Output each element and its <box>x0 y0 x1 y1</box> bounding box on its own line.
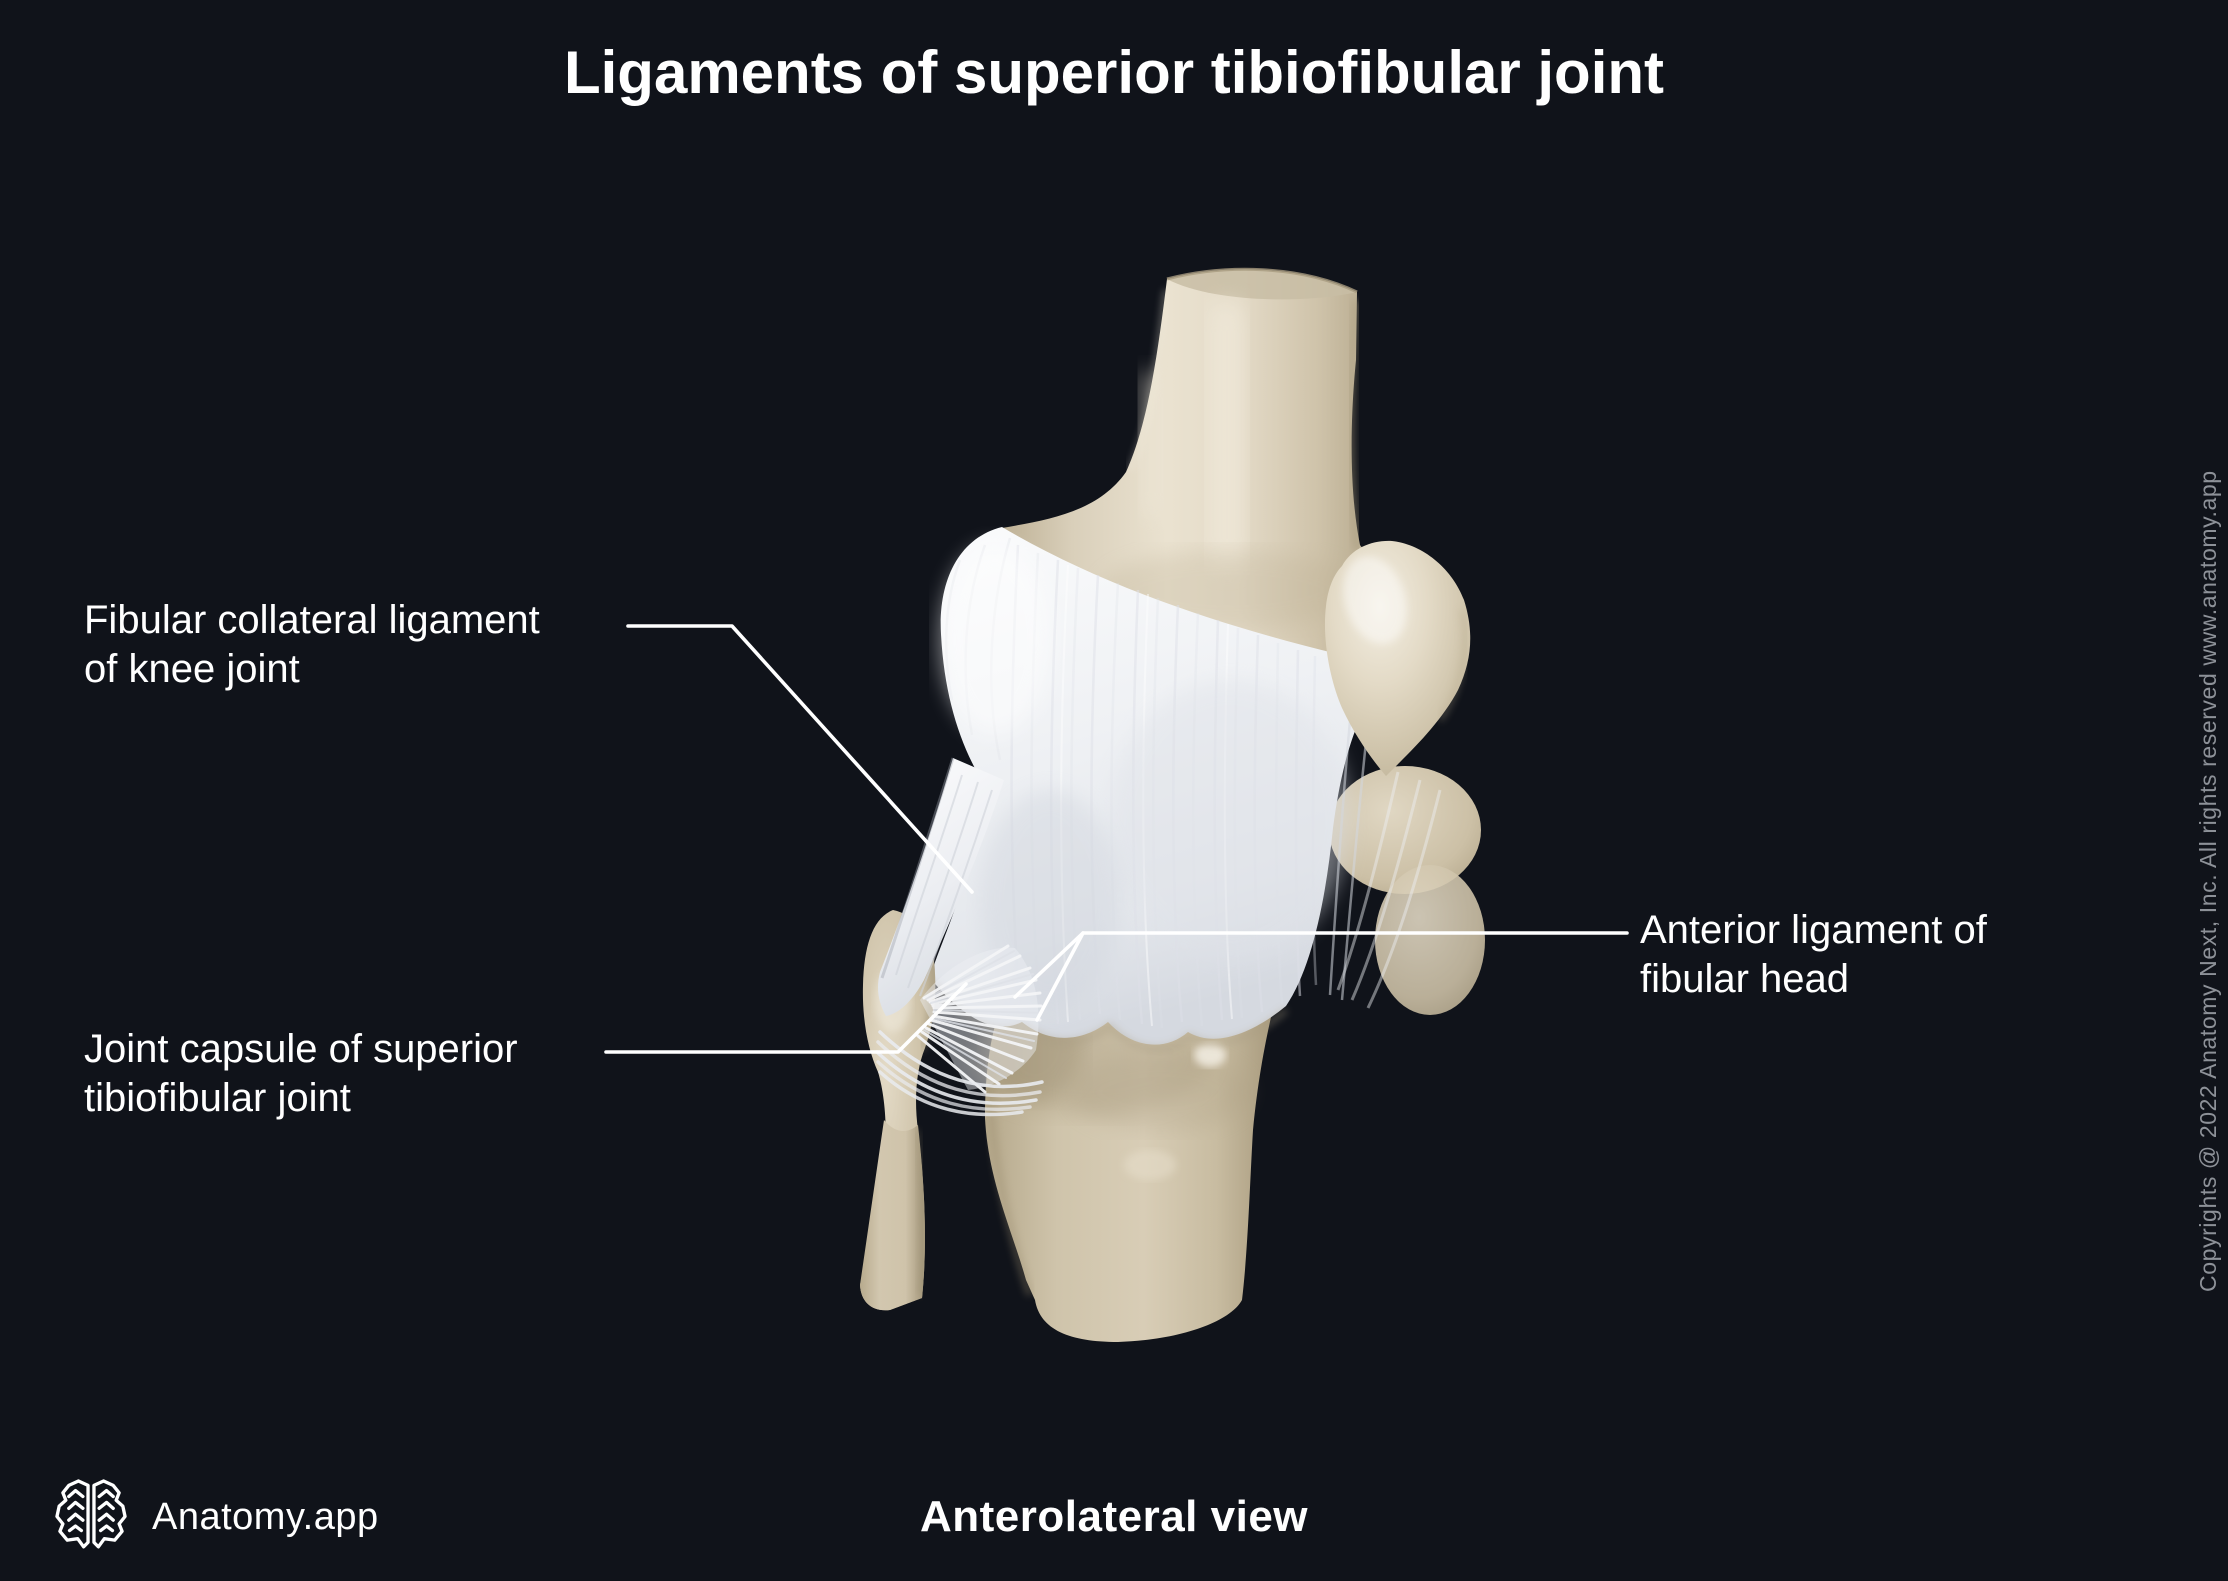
patella-bone <box>1324 540 1471 776</box>
copyright-text: Copyrights @ 2022 Anatomy Next, Inc. All… <box>2195 470 2221 1292</box>
femur-bone <box>1000 267 1397 672</box>
brand-name: Anatomy.app <box>152 1496 379 1538</box>
brain-logo-icon <box>54 1478 128 1557</box>
brand-footer: Anatomy.app <box>54 1478 379 1557</box>
label-line: of knee joint <box>84 647 300 691</box>
label-line: Fibular collateral ligament <box>84 598 540 642</box>
label-joint-capsule: Joint capsule of superior tibiofibular j… <box>84 1025 518 1123</box>
page-title: Ligaments of superior tibiofibular joint <box>563 39 1664 106</box>
leader-line-joint-capsule <box>604 982 968 1054</box>
label-anterior-ligament: Anterior ligament of fibular head <box>1640 906 1987 1004</box>
leader-line-fibular-collateral-ligament <box>626 624 974 894</box>
label-line: fibular head <box>1640 957 1850 1001</box>
joint-capsule-tissue <box>930 527 1442 1052</box>
label-line: Joint capsule of superior <box>84 1027 518 1071</box>
label-line: Anterior ligament of <box>1640 908 1987 952</box>
view-caption: Anterolateral view <box>919 1492 1309 1541</box>
anterior-ligament-fibular-head-fibers <box>875 944 1044 1117</box>
leader-lines <box>604 624 1629 1054</box>
lateral-condyle-bone <box>1329 766 1485 1015</box>
label-line: tibiofibular joint <box>84 1076 351 1120</box>
leader-line-anterior-ligament-branch <box>1035 931 1085 1022</box>
label-fibular-collateral-ligament: Fibular collateral ligament of knee join… <box>84 596 540 694</box>
fibular-collateral-ligament-band <box>878 757 1004 1016</box>
